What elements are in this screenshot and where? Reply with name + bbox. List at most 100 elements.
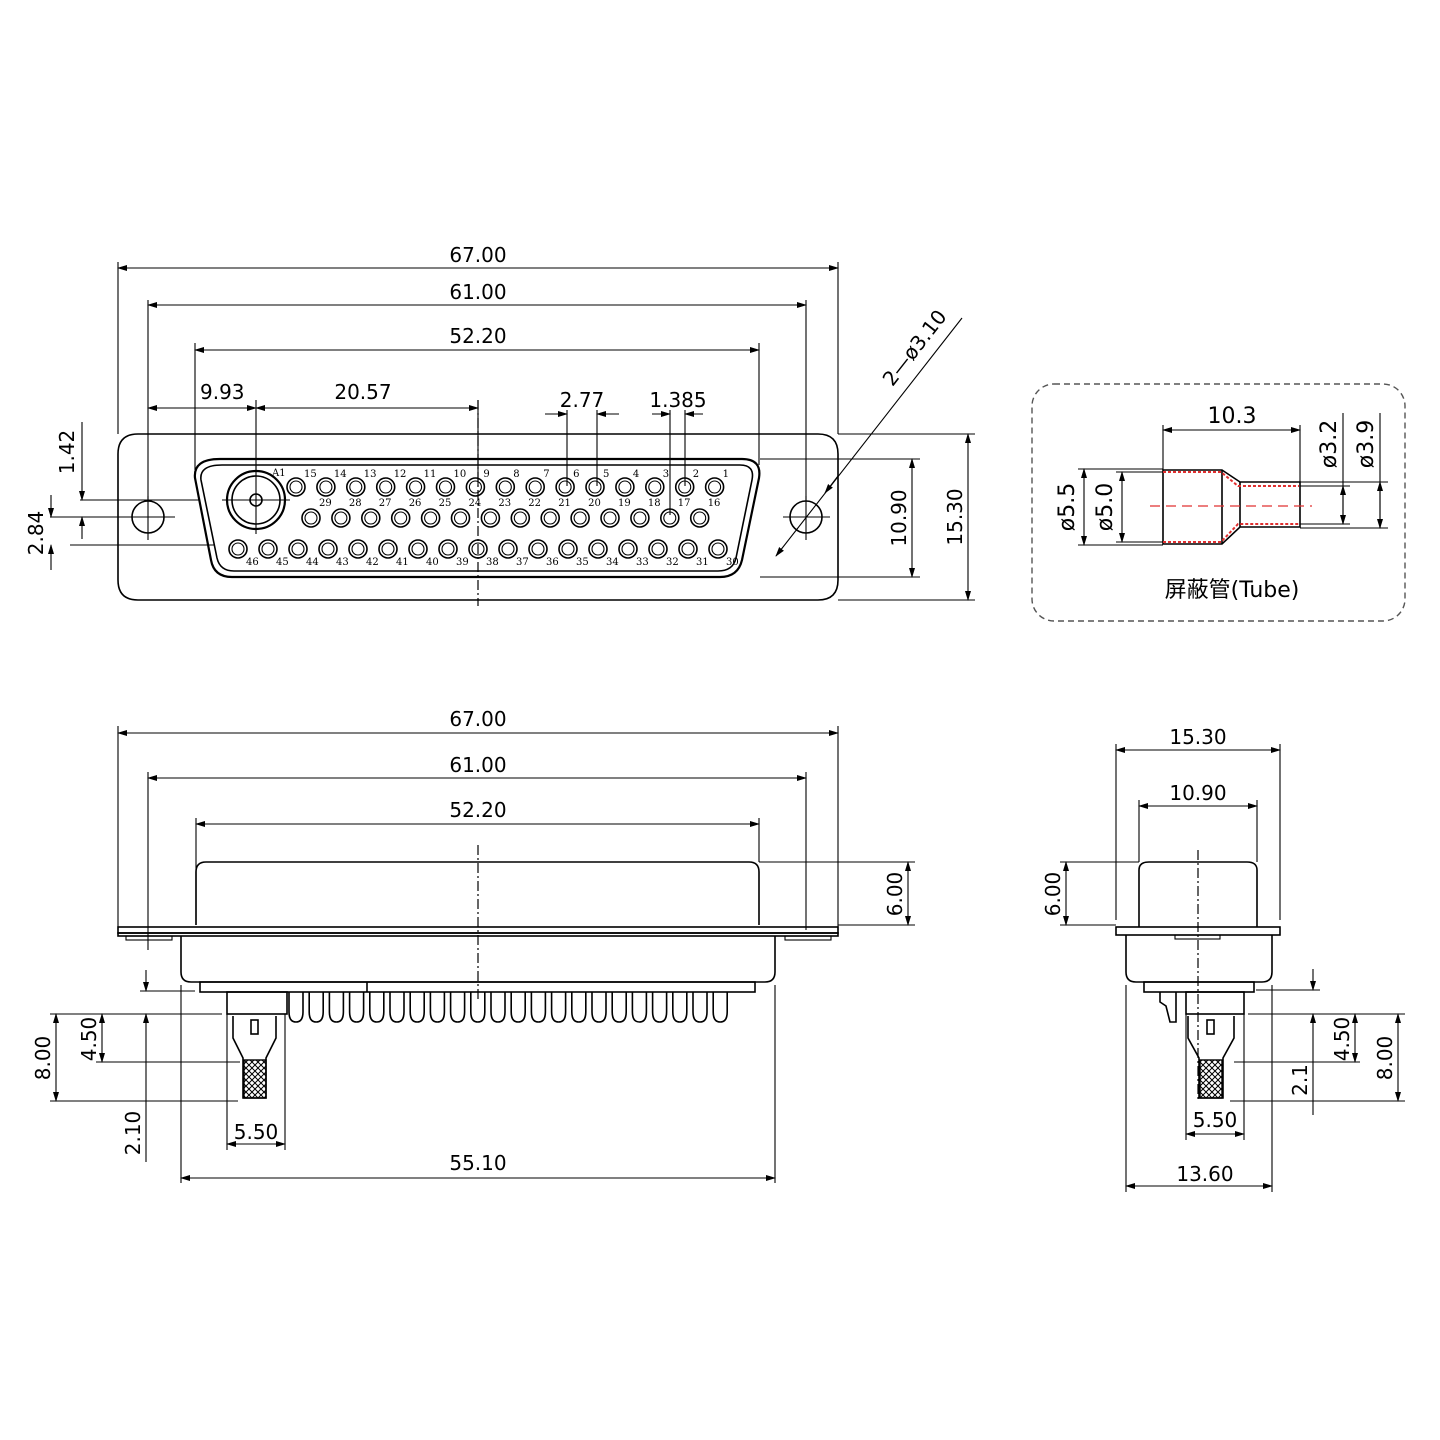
pin-contact: 29: [301, 498, 332, 528]
pin-contact: 11: [405, 469, 437, 497]
pin-label: 36: [546, 557, 559, 568]
pin-contact: 33: [618, 539, 649, 568]
pin-contact: 4: [615, 469, 639, 497]
side-dim-shell-width: 52.20: [449, 798, 506, 822]
pin-label: 41: [396, 557, 409, 568]
pin-contact: 21: [540, 498, 571, 528]
pin-contact: 35: [558, 539, 589, 568]
pin-contact: 40: [408, 539, 439, 568]
tube-outer-dia-small: ø3.9: [1354, 420, 1379, 468]
pin-contact: 32: [648, 539, 679, 568]
pin-label: 13: [364, 469, 377, 480]
pin-contact: 38: [468, 539, 499, 568]
flange-outline: [117, 433, 839, 601]
pin-contact: 42: [348, 539, 379, 568]
pin-contact: 37: [498, 539, 529, 568]
pin-contact: 5: [585, 469, 609, 497]
pin-contact: 24: [450, 498, 482, 528]
end-dim-body-height: 13.60: [1176, 1162, 1233, 1186]
pin-label: 9: [483, 469, 489, 480]
pin-contact: 15: [286, 469, 317, 497]
pin-label: 5: [603, 469, 609, 480]
pin-label: 43: [336, 557, 349, 568]
tube-outer-dia-large: ø5.5: [1055, 483, 1080, 531]
pin-label: 33: [636, 557, 649, 568]
end-view: 15.30 10.90 6.00 2.1 4.50 8.00: [1041, 725, 1405, 1192]
pin-label: 26: [409, 498, 422, 509]
d-shell-outer: [193, 457, 761, 579]
pin-contact: 46: [228, 539, 259, 568]
pin-contact: 3: [644, 469, 669, 497]
pin-label: 39: [456, 557, 469, 568]
side-dim-coax-offset: 2.10: [121, 1111, 145, 1156]
end-dim-flange-height: 15.30: [1169, 725, 1226, 749]
dim-hole-offset: 2.84: [24, 511, 48, 556]
pin-contact: 26: [390, 498, 422, 528]
end-dim-coax-offset: 2.1: [1288, 1064, 1312, 1096]
pin-label: 37: [516, 557, 529, 568]
pin-label: 21: [558, 498, 571, 509]
side-dim-shell-depth: 6.00: [883, 872, 907, 917]
pin-contact: 20: [570, 498, 601, 528]
pin-label: 22: [528, 498, 541, 509]
pin-label: 11: [424, 469, 437, 480]
pin-label: 2: [693, 469, 699, 480]
detail-box: [1031, 383, 1406, 622]
pin-label: 45: [276, 557, 289, 568]
end-dim-coax-length: 8.00: [1373, 1036, 1397, 1081]
pin-label: 38: [486, 557, 499, 568]
pin-label: 7: [543, 469, 549, 480]
end-coax-contact: [1185, 991, 1245, 1099]
tube-outline: [1162, 469, 1301, 545]
pin-label: 16: [708, 498, 721, 509]
pin-label: 12: [394, 469, 407, 480]
pin-label: 42: [366, 557, 379, 568]
dim-flange-height: 15.30: [943, 488, 967, 545]
pin-contact: 41: [378, 539, 409, 568]
pin-contact: 9: [465, 469, 490, 497]
pin-contact: 10: [435, 469, 467, 497]
pin-contact: 16: [689, 498, 721, 528]
dim-row-offset: 1.385: [649, 388, 706, 412]
pin-label: 32: [666, 557, 679, 568]
pin-label: 23: [498, 498, 511, 509]
pin-label: 1: [723, 469, 729, 480]
pin-label: 40: [426, 557, 439, 568]
pin-contact: 2: [674, 469, 699, 497]
pin-label: 20: [588, 498, 601, 509]
pin-contact: 36: [528, 539, 559, 568]
pin-contact: 45: [258, 539, 289, 568]
pin-contact: 31: [678, 539, 709, 568]
pin-contact: 44: [288, 539, 319, 568]
coax-contact-a1: A1: [222, 466, 290, 534]
side-dim-coax-dia: 5.50: [234, 1120, 279, 1144]
dim-overall-width: 67.00: [449, 243, 506, 267]
tube-length: 10.3: [1208, 404, 1257, 429]
side-view: 67.00 61.00 52.20 6.00: [31, 707, 915, 1183]
pin-contact: 30: [708, 539, 739, 568]
side-dim-coax-length: 8.00: [31, 1036, 55, 1081]
d-shell-inner: [200, 464, 754, 572]
side-pin-row: [288, 992, 728, 1023]
pin-label: 34: [606, 557, 619, 568]
pin-label: 24: [469, 498, 482, 509]
dim-pin-pitch: 2.77: [560, 388, 605, 412]
pin-contact: 27: [360, 498, 392, 528]
pin-label: 14: [334, 469, 347, 480]
pin-label: 44: [306, 557, 319, 568]
pin-contact: 25: [420, 498, 451, 528]
tube-inner-dia-large: ø5.0: [1093, 483, 1118, 531]
side-dim-overall-width: 67.00: [449, 707, 506, 731]
dim-shell-height: 10.90: [887, 489, 911, 546]
end-dim-shell-depth: 6.00: [1041, 872, 1065, 917]
dim-a1-offset: 9.93: [200, 380, 245, 404]
pin-contact: 18: [630, 498, 661, 528]
pin-label: 8: [513, 469, 519, 480]
pin-contact: 8: [495, 469, 520, 497]
pin-label: 10: [454, 469, 467, 480]
side-dim-body-width: 55.10: [449, 1151, 506, 1175]
dim-shell-width: 52.20: [449, 324, 506, 348]
tube-caption: 屏蔽管(Tube): [1165, 578, 1300, 603]
